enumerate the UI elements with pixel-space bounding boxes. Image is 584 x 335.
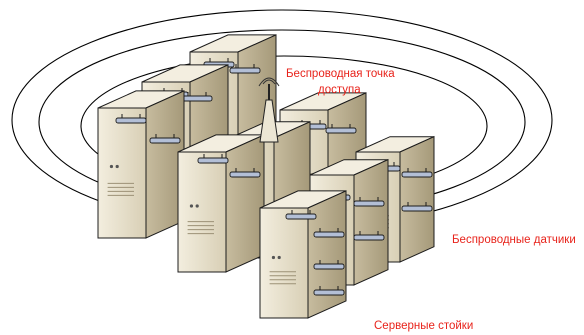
access-point-antenna-icon xyxy=(258,77,280,143)
wireless-sensor-icon xyxy=(197,154,229,164)
server-rack-icon xyxy=(177,134,265,273)
wireless-sensor-icon xyxy=(115,114,147,124)
server-rack-icon xyxy=(97,90,185,239)
wireless-sensor-icon xyxy=(353,231,385,241)
wireless-sensor-icon xyxy=(401,168,433,178)
wireless-sensor-icon xyxy=(353,197,385,207)
sensors-label: Беспроводные датчики xyxy=(452,234,576,246)
wireless-sensor-icon xyxy=(325,124,357,134)
wireless-sensor-icon xyxy=(313,260,345,270)
access-point-label-line2: доступа xyxy=(318,84,361,96)
wireless-sensor-icon xyxy=(401,202,433,212)
wireless-sensor-icon xyxy=(313,228,345,238)
server-racks-group xyxy=(97,34,435,319)
wireless-sensor-icon xyxy=(285,210,317,220)
wireless-sensor-icon xyxy=(229,168,261,178)
wireless-sensor-icon xyxy=(149,134,181,144)
server-rack-icon xyxy=(259,190,347,319)
racks-label: Серверные стойки xyxy=(374,320,474,332)
wireless-sensor-icon xyxy=(229,64,261,74)
access-point-label-line1: Беспроводная точка xyxy=(286,68,395,80)
wireless-sensor-icon xyxy=(313,286,345,296)
